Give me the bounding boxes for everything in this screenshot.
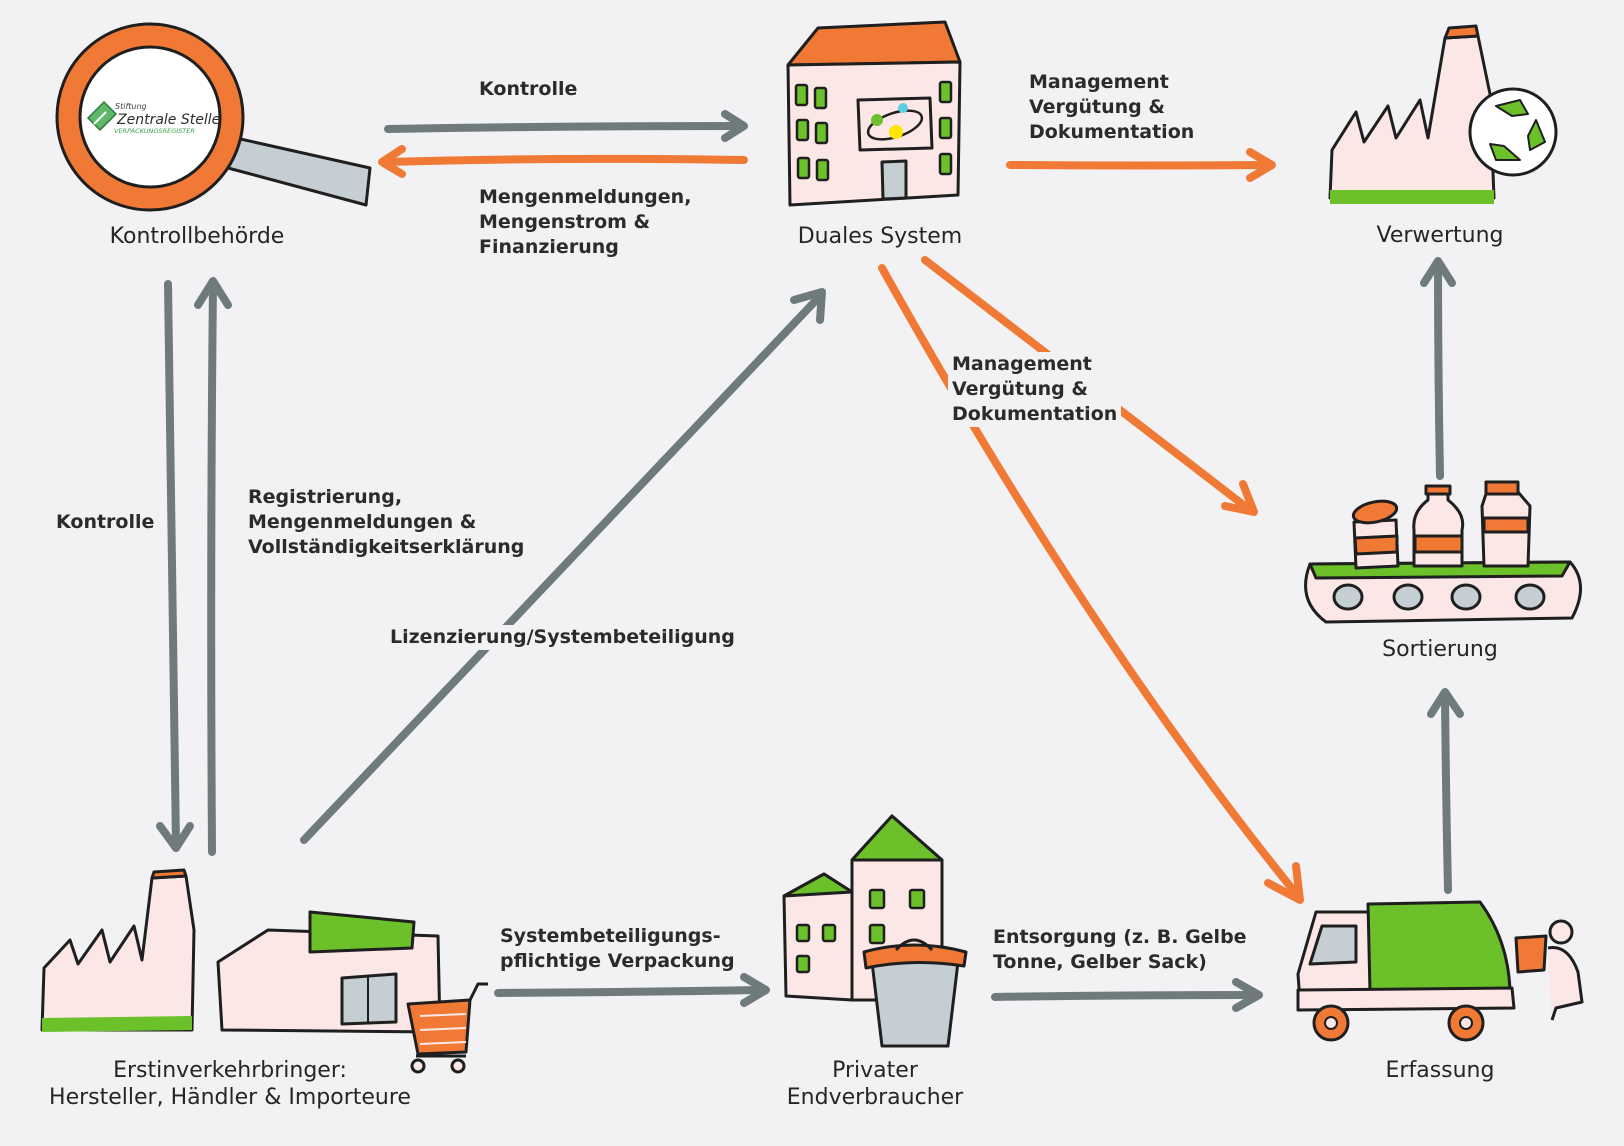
systembet-line1: Systembeteiligungs- — [500, 925, 721, 947]
arrow-registrierung — [194, 277, 232, 856]
node-kontrollbehoerde: Kontrollbehörde — [109, 224, 285, 249]
mengen-line3: Finanzierung — [479, 236, 619, 258]
label-entsorgung: Entsorgung (z. B. Gelbe Tonne, Gelber Sa… — [993, 925, 1247, 975]
arrow-kontrolle-top — [384, 110, 748, 142]
factory-shop-cart-icon — [40, 868, 488, 1074]
systembet-line2: pflichtige Verpackung — [500, 950, 735, 972]
mgmt-top-line1: Management — [1029, 71, 1169, 93]
arrow-lizenzierung — [300, 288, 826, 844]
label-systembeteiligung: Systembeteiligungs- pflichtige Verpackun… — [500, 924, 735, 974]
label-management-top: Management Vergütung & Dokumentation — [1029, 70, 1194, 145]
node-erstinverkehrbringer: Erstinverkehrbringer: Hersteller, Händle… — [20, 1057, 440, 1111]
arrow-management-erfassung — [878, 264, 1304, 904]
factory-recycling-icon — [1328, 24, 1558, 204]
mgmt-mid-line2: Vergütung & — [952, 378, 1088, 400]
arrow-entsorgung — [991, 978, 1263, 1012]
mgmt-top-line3: Dokumentation — [1029, 121, 1195, 143]
endverbraucher-line1: Privater — [832, 1058, 918, 1083]
entsorgung-line2: Tonne, Gelber Sack) — [993, 951, 1207, 973]
mgmt-mid-line1: Management — [952, 353, 1092, 375]
mengen-line2: Mengenstrom & — [479, 211, 651, 233]
building-icon — [786, 20, 962, 207]
reg-line3: Vollständigkeitserklärung — [248, 536, 525, 558]
node-sortierung: Sortierung — [1382, 637, 1498, 662]
erstinverkehrbringer-line1: Erstinverkehrbringer: — [113, 1058, 347, 1083]
arrow-kontrolle-left — [156, 280, 194, 852]
reg-line1: Registrierung, — [248, 486, 403, 508]
logo-line2: Zentrale Stelle — [116, 112, 220, 128]
arrow-mengenmeldungen — [378, 145, 748, 178]
label-registrierung: Registrierung, Mengenmeldungen & Vollstä… — [248, 485, 524, 560]
conveyor-belt-icon — [1304, 480, 1582, 624]
garbage-truck-icon — [1296, 900, 1584, 1042]
node-endverbraucher: Privater Endverbraucher — [760, 1057, 990, 1111]
label-lizenzierung: Lizenzierung/Systembeteiligung — [386, 625, 739, 650]
arrow-systembeteiligung — [494, 973, 770, 1007]
logo-line1: Stiftung — [115, 102, 147, 111]
label-mengenmeldungen: Mengenmeldungen, Mengenstrom & Finanzier… — [479, 185, 691, 260]
label-kontrolle-left: Kontrolle — [56, 511, 155, 533]
label-management-mid: Management Vergütung & Dokumentation — [948, 352, 1122, 427]
node-duales-system: Duales System — [797, 224, 963, 249]
logo-line3: VERPACKUNGSREGISTER — [114, 127, 195, 135]
entsorgung-line1: Entsorgung (z. B. Gelbe — [993, 926, 1247, 948]
zentrale-stelle-logo: Stiftung Zentrale Stelle VERPACKUNGSREGI… — [86, 100, 220, 135]
arrow-management-verwertung — [1006, 148, 1276, 182]
reg-line2: Mengenmeldungen & — [248, 511, 477, 533]
houses-bin-icon — [782, 814, 968, 1048]
magnifier-icon — [55, 22, 372, 212]
erstinverkehrbringer-line2: Hersteller, Händler & Importeure — [49, 1085, 411, 1110]
mgmt-top-line2: Vergütung & — [1029, 96, 1165, 118]
mgmt-mid-line3: Dokumentation — [952, 403, 1118, 425]
mengen-line1: Mengenmeldungen, — [479, 186, 692, 208]
label-kontrolle-top: Kontrolle — [479, 78, 578, 100]
arrow-sortierung-verwertung — [1420, 257, 1456, 480]
endverbraucher-line2: Endverbraucher — [786, 1085, 964, 1110]
node-verwertung: Verwertung — [1376, 223, 1504, 248]
node-erfassung: Erfassung — [1385, 1058, 1495, 1083]
arrow-erfassung-sortierung — [1427, 688, 1464, 894]
